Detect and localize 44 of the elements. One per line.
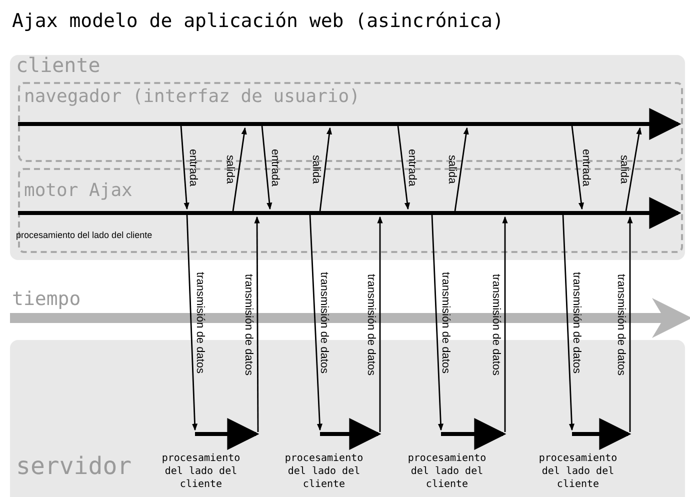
arrow [180, 126, 190, 210]
edge-label: entrada [406, 148, 418, 186]
edge-label: salida [446, 155, 458, 184]
edge-label: transmisión de datos [318, 272, 330, 374]
arrow [261, 126, 272, 210]
annotation-text: procesamiento del lado del cliente [16, 230, 152, 240]
region-label: motor Ajax [24, 180, 132, 201]
axis-label: tiempo [12, 288, 81, 310]
annotation-text: procesamiento del lado del cliente [406, 452, 488, 491]
arrow [502, 216, 508, 432]
arrow [232, 127, 247, 212]
annotation-text: procesamiento del lado del cliente [284, 452, 364, 491]
diagram-title: Ajax modelo de aplicación web (asincrónica) [12, 10, 504, 32]
edge-label: entrada [187, 148, 199, 186]
arrow [571, 126, 584, 210]
arrow [309, 214, 322, 431]
arrow [254, 216, 260, 432]
arrow [431, 214, 444, 431]
arrow [397, 126, 410, 210]
region-label: cliente [16, 53, 100, 77]
edge-label: salida [618, 155, 630, 184]
edge-label: transmisión de datos [490, 274, 502, 376]
edge-label: transmisión de datos [365, 274, 377, 376]
edge-label: transmisión de datos [615, 274, 627, 376]
edge-label: entrada [580, 148, 592, 186]
arrow [562, 214, 575, 431]
arrow [377, 216, 383, 432]
region-label: navegador (interfaz de usuario) [24, 86, 360, 107]
arrow [186, 214, 198, 431]
arrow [627, 216, 633, 432]
region-label: servidor [16, 452, 132, 480]
arrow [625, 127, 642, 212]
edge-label: transmisión de datos [570, 272, 582, 374]
edge-label: entrada [269, 148, 281, 186]
annotation-text: procesamiento del lado del cliente [538, 452, 618, 491]
edge-label: transmisión de datos [440, 272, 452, 374]
edge-label: salida [310, 155, 322, 184]
arrow [319, 127, 332, 212]
client-band [10, 55, 685, 260]
edge-label: salida [224, 155, 236, 184]
edge-label: transmisión de datos [194, 272, 206, 374]
arrow [454, 127, 469, 212]
edge-label: transmisión de datos [242, 274, 254, 376]
annotation-text: procesamiento del lado del cliente [160, 452, 242, 491]
